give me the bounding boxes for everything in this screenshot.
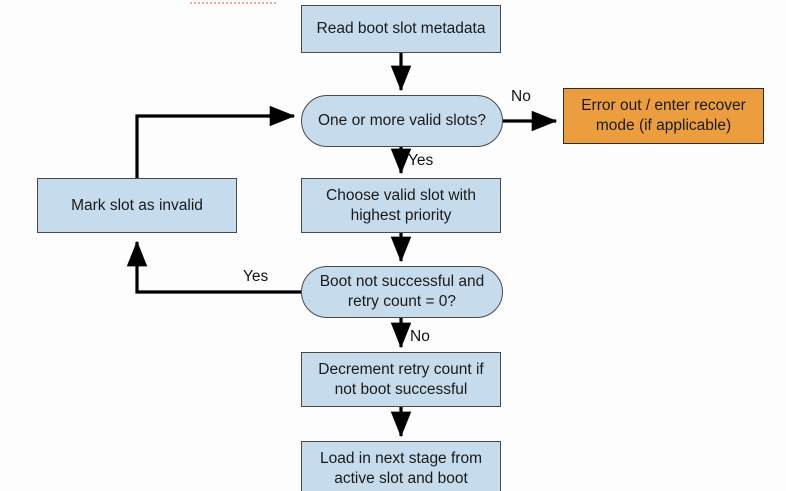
edge-label-yes-retry-exhausted: Yes bbox=[243, 268, 269, 285]
edge-boot-check-yes-to-mark-invalid bbox=[126, 240, 301, 294]
edge-label-no-retry-remaining: No bbox=[410, 328, 430, 345]
node-one-or-more-valid-slots: One or more valid slots? bbox=[301, 95, 503, 147]
node-read-boot-slot-metadata: Read boot slot metadata bbox=[301, 5, 501, 53]
node-choose-valid-slot: Choose valid slot with highest priority bbox=[301, 178, 501, 233]
node-decrement-retry-count: Decrement retry count if not boot succes… bbox=[301, 352, 501, 407]
edge-label-no-valid-slots: No bbox=[511, 88, 531, 105]
edge-mark-invalid-to-valid-slots bbox=[135, 105, 296, 178]
node-mark-slot-as-invalid: Mark slot as invalid bbox=[37, 178, 237, 233]
node-boot-not-successful-retry-zero: Boot not successful and retry count = 0? bbox=[301, 266, 503, 318]
node-error-out-enter-recover-mode: Error out / enter recover mode (if appli… bbox=[563, 88, 764, 144]
node-load-next-stage: Load in next stage from active slot and … bbox=[301, 441, 501, 491]
red-dotted-artifact bbox=[190, 2, 276, 4]
edge-label-yes-valid-slots: Yes bbox=[408, 152, 434, 169]
